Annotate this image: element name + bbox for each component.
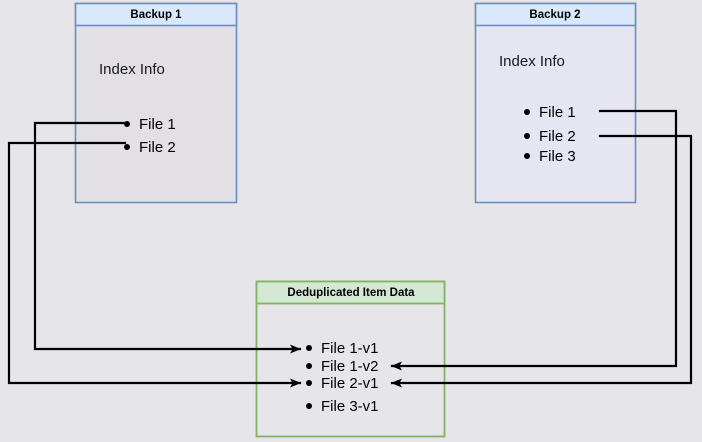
backup-2-bullet-0 [524, 109, 530, 115]
backup-1-bullet-1 [124, 144, 130, 150]
edge-backup2-file1-to-dedup-file1v2 [390, 109, 678, 371]
dedup-header-bar [255, 280, 446, 305]
backup-2-heading: Index Info [499, 53, 565, 70]
dedup-body [255, 280, 446, 438]
dedup-bullet-3 [306, 403, 312, 409]
node-backup-2[interactable]: Backup 2 Index Info File 1 File 2 File 3 [474, 2, 637, 204]
edge-backup1-file1-to-dedup-file1v1 [33, 121, 302, 354]
node-deduplicated-item-data[interactable]: Deduplicated Item Data File 1-v1 File 1-… [255, 280, 446, 438]
backup-1-title: Backup 1 [130, 9, 182, 21]
dedup-bullet-1 [306, 363, 312, 369]
backup-1-heading: Index Info [99, 61, 165, 78]
backup-1-header-bar [74, 2, 238, 27]
edge-backup1-file2-to-dedup-file2v1 [7, 141, 302, 388]
backup-1-item-0: File 1 [139, 116, 176, 133]
backup-2-header-bar [474, 2, 637, 27]
backup-2-bullet-1 [524, 133, 530, 139]
backup-2-item-1: File 2 [539, 128, 576, 145]
dedup-item-0: File 1-v1 [321, 340, 379, 357]
backup-2-body [474, 2, 637, 204]
backup-1-body [74, 2, 238, 204]
edge-backup2-file2-to-dedup-file2v1 [390, 134, 693, 388]
dedup-item-1: File 1-v2 [321, 358, 379, 375]
dedup-bullet-0 [306, 345, 312, 351]
dedup-item-2: File 2-v1 [321, 375, 379, 392]
backup-2-bullet-2 [524, 153, 530, 159]
backup-2-item-0: File 1 [539, 104, 576, 121]
backup-1-item-1: File 2 [139, 139, 176, 156]
backup-2-item-2: File 3 [539, 148, 576, 165]
node-backup-1[interactable]: Backup 1 Index Info File 1 File 2 [74, 2, 238, 204]
dedup-item-3: File 3-v1 [321, 398, 379, 415]
backup-2-title: Backup 2 [529, 9, 580, 21]
dedup-title: Deduplicated Item Data [287, 287, 415, 299]
dedup-bullet-2 [306, 380, 312, 386]
